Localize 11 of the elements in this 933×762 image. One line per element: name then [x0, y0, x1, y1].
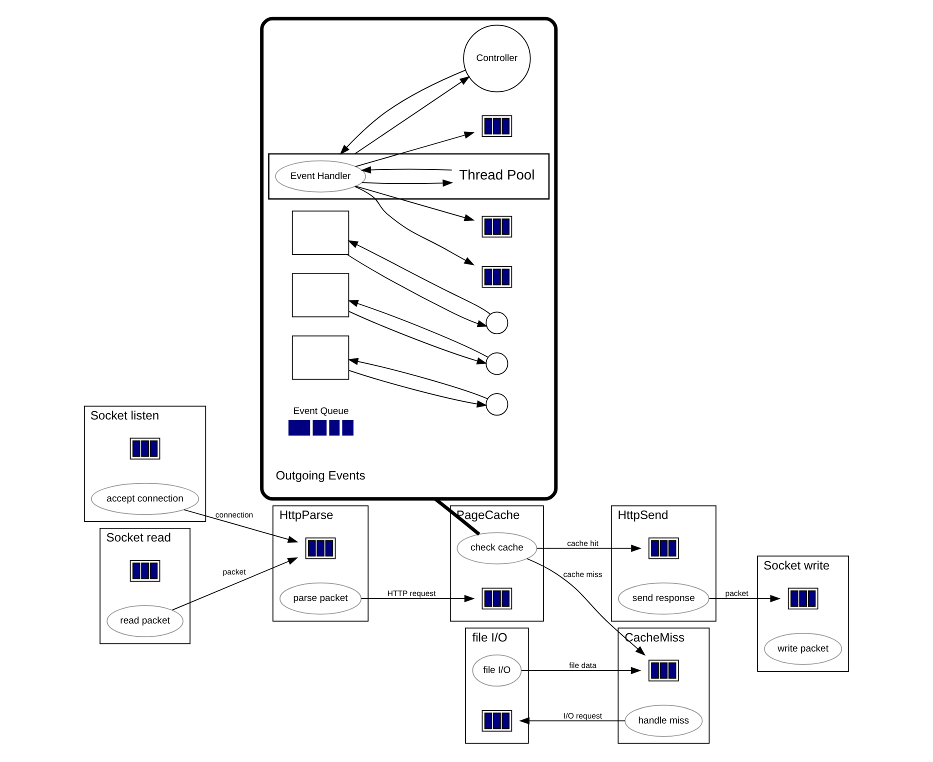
node-text: Thread Pool	[459, 166, 535, 183]
edge-label: HTTP request	[387, 589, 436, 598]
node-label: Event Queue	[293, 406, 349, 417]
edge-label: I/O request	[563, 711, 602, 720]
label: Outgoing Events	[276, 468, 366, 483]
edge-label: file data	[569, 661, 596, 670]
edge-label: packet	[222, 567, 246, 576]
edge-label: cache miss	[563, 570, 602, 580]
edge-label: connection	[215, 510, 254, 520]
edge-label: cache hit	[567, 538, 598, 548]
edge-label: packet	[725, 589, 748, 598]
